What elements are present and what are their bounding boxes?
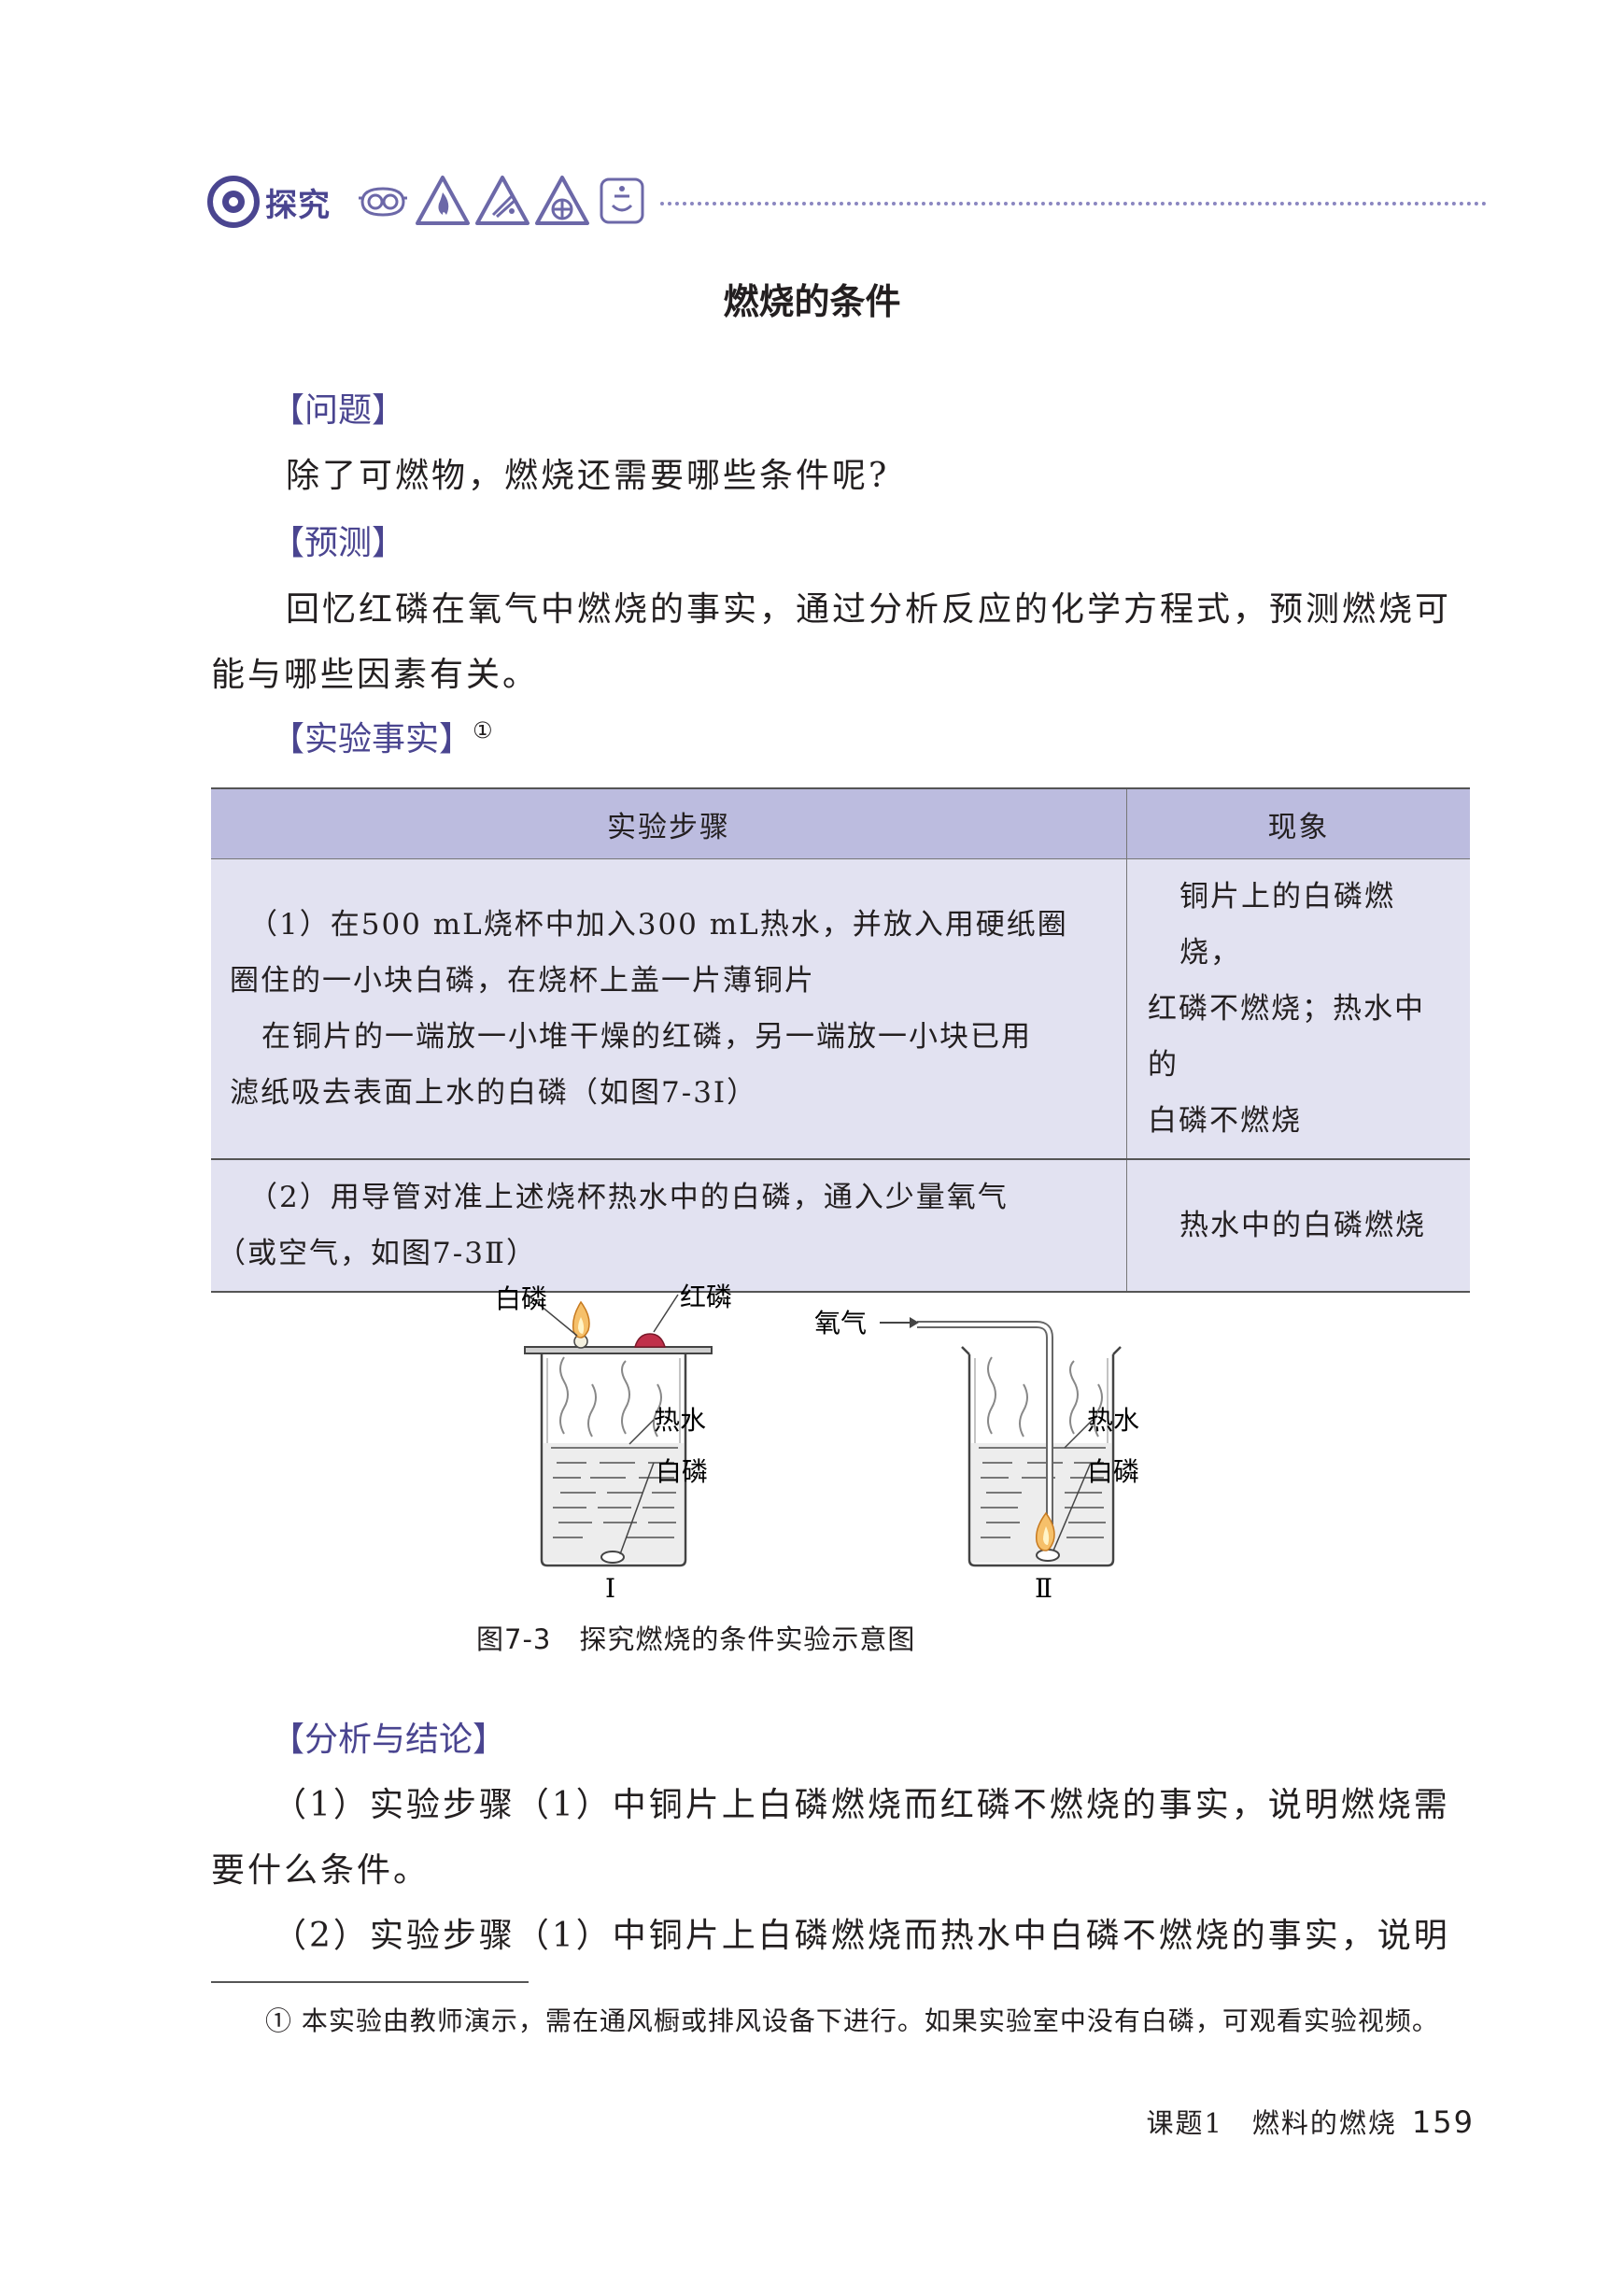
footnote-rule [211, 1981, 529, 1983]
step-2-line-1: （2）用导管对准上述烧杯热水中的白磷，通入少量氧气 [248, 1181, 1009, 1214]
facts-heading-text: 【实验事实】 [271, 720, 473, 758]
table-row: （1）在500 mL烧杯中加入300 mL热水，并放入用硬纸圈 圈住的一小块白磷… [211, 858, 1470, 1160]
section-label: 探究 [265, 187, 331, 224]
step-1-line-4: 滤纸吸去表面上水的白磷（如图7-3Ⅰ） [230, 1076, 758, 1110]
label-white-phosphorus-bottom: 白磷 [656, 1456, 708, 1487]
beaker-right: 氧气 热水 白磷 Ⅱ [814, 1308, 1139, 1604]
obs-1-line-1: 铜片上的白磷燃烧， [1179, 880, 1395, 970]
question-heading: 【问题】 [271, 391, 406, 430]
label-numeral-2: Ⅱ [1035, 1573, 1052, 1604]
analysis-heading: 【分析与结论】 [271, 1721, 507, 1759]
analysis-p1-line-2: 要什么条件。 [211, 1851, 431, 1890]
label-oxygen: 氧气 [814, 1308, 867, 1339]
facts-heading: 【实验事实】① [271, 712, 493, 760]
prediction-heading: 【预测】 [271, 524, 406, 562]
table-header-observation: 现象 [1126, 787, 1470, 859]
step-1-line-3: 在铜片的一端放一小堆干燥的红磷，另一端放一小块已用 [261, 1020, 1032, 1054]
step-1-line-1: （1）在500 mL烧杯中加入300 mL热水，并放入用硬纸圈 [248, 908, 1068, 942]
target-icon [207, 176, 260, 228]
ventilation-icon [535, 176, 589, 225]
page-footer: 课题1 燃料的燃烧 159 [1146, 2102, 1475, 2141]
label-white-phosphorus: 白磷 [495, 1283, 547, 1314]
obs-1-line-2: 红磷不燃烧；热水中的 [1148, 992, 1425, 1082]
figure-caption: 图7-3 探究燃烧的条件实验示意图 [476, 1623, 916, 1655]
table-row: （2）用导管对准上述烧杯热水中的白磷，通入少量氧气 （或空气，如图7-3Ⅱ） 热… [211, 1158, 1470, 1293]
label-red-phosphorus: 红磷 [680, 1282, 732, 1312]
section-header: 探究 [207, 168, 1487, 234]
footnote: ① 本实验由教师演示，需在通风橱或排风设备下进行。如果实验室中没有白磷，可观看实… [265, 2005, 1439, 2036]
step-cell-2: （2）用导管对准上述烧杯热水中的白磷，通入少量氧气 （或空气，如图7-3Ⅱ） [211, 1158, 1127, 1293]
experiment-table: 实验步骤 现象 （1）在500 mL烧杯中加入300 mL热水，并放入用硬纸圈 … [211, 787, 1470, 1293]
page-number: 159 [1411, 2104, 1475, 2140]
step-2-line-2: （或空气，如图7-3Ⅱ） [217, 1237, 537, 1270]
step-cell-1: （1）在500 mL烧杯中加入300 mL热水，并放入用硬纸圈 圈住的一小块白磷… [211, 858, 1127, 1160]
obs-2: 热水中的白磷燃烧 [1179, 1209, 1426, 1242]
hand-washing-icon [600, 177, 644, 224]
observation-cell-1: 铜片上的白磷燃烧， 红磷不燃烧；热水中的 白磷不燃烧 [1126, 858, 1470, 1160]
footnote-ref: ① [473, 717, 493, 744]
question-text: 除了可燃物，燃烧还需要哪些条件呢? [286, 457, 890, 495]
header-dotted-rule [660, 202, 1487, 205]
lesson-title: 课题1 燃料的燃烧 [1146, 2107, 1397, 2139]
page-title: 燃烧的条件 [723, 281, 901, 322]
table-header-steps: 实验步骤 [211, 787, 1127, 859]
prediction-line-1: 回忆红磷在氧气中燃烧的事实，通过分析反应的化学方程式，预测燃烧可 [286, 590, 1452, 629]
label-hot-water-right: 热水 [1087, 1405, 1139, 1436]
observation-cell-2: 热水中的白磷燃烧 [1126, 1158, 1470, 1293]
label-hot-water-left: 热水 [654, 1405, 706, 1436]
label-numeral-1: Ⅰ [605, 1573, 615, 1604]
prediction-line-2: 能与哪些因素有关。 [211, 656, 540, 694]
experiment-figure: 白磷 红磷 热水 白磷 Ⅰ [495, 1282, 1139, 1604]
beaker-left: 白磷 红磷 热水 白磷 Ⅰ [495, 1282, 732, 1604]
analysis-p2-line-1: （2）实验步骤（1）中铜片上白磷燃烧而热水中白磷不燃烧的事实，说明 [273, 1917, 1450, 1955]
goggles-icon [359, 187, 407, 217]
explosion-hazard-icon [475, 176, 530, 225]
obs-1-line-3: 白磷不燃烧 [1148, 1104, 1302, 1138]
label-white-phosphorus-right: 白磷 [1087, 1456, 1139, 1487]
analysis-p1-line-1: （1）实验步骤（1）中铜片上白磷燃烧而红磷不燃烧的事实，说明燃烧需 [273, 1786, 1450, 1824]
fire-hazard-icon [416, 176, 470, 225]
step-1-line-2: 圈住的一小块白磷，在烧杯上盖一片薄铜片 [230, 964, 815, 998]
